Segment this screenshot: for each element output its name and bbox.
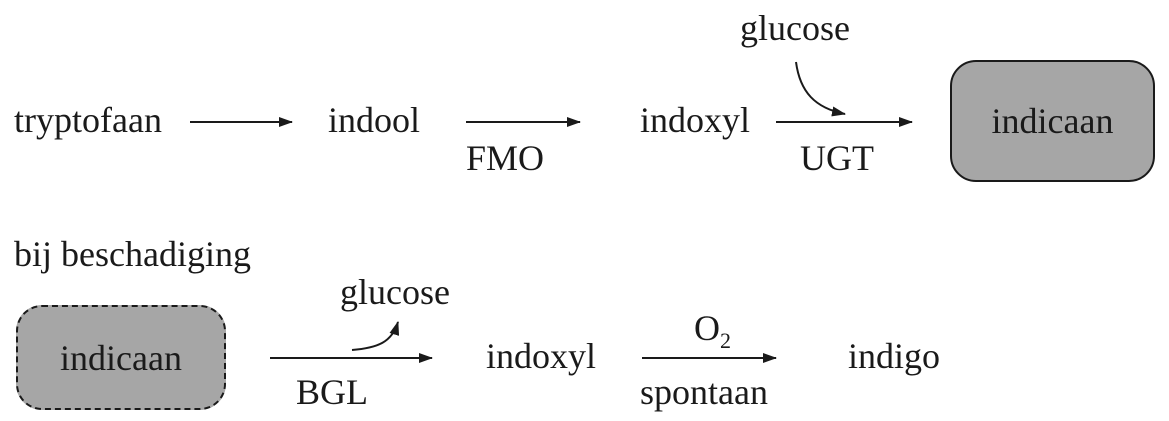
label-indool: indool xyxy=(328,100,421,140)
label-indicaan-substrate: indicaan xyxy=(60,337,182,378)
enzyme-ugt: UGT xyxy=(800,138,874,178)
label-indoxyl: indoxyl xyxy=(640,100,751,140)
enzyme-fmo: FMO xyxy=(466,138,545,178)
arrow-glucose-in xyxy=(795,61,846,117)
reagent-o2: O2 xyxy=(694,308,731,353)
label-indicaan-product: indicaan xyxy=(991,101,1114,141)
condition-spontaan: spontaan xyxy=(640,372,768,412)
enzyme-bgl: BGL xyxy=(296,372,368,412)
heading-bij-beschadiging: bij beschadiging xyxy=(14,234,251,274)
label-indoxyl-2: indoxyl xyxy=(486,336,597,376)
reagent-o: O xyxy=(694,308,720,348)
label-glucose-out: glucose xyxy=(340,272,450,312)
label-indigo: indigo xyxy=(848,336,941,376)
label-glucose-in: glucose xyxy=(740,8,850,48)
label-tryptofaan: tryptofaan xyxy=(14,100,162,140)
substrate-box-indicaan: indicaan xyxy=(16,305,226,410)
arrow-glucose-out xyxy=(351,321,400,351)
reagent-subscript: 2 xyxy=(720,328,731,353)
product-box-indicaan: indicaan xyxy=(950,60,1155,182)
